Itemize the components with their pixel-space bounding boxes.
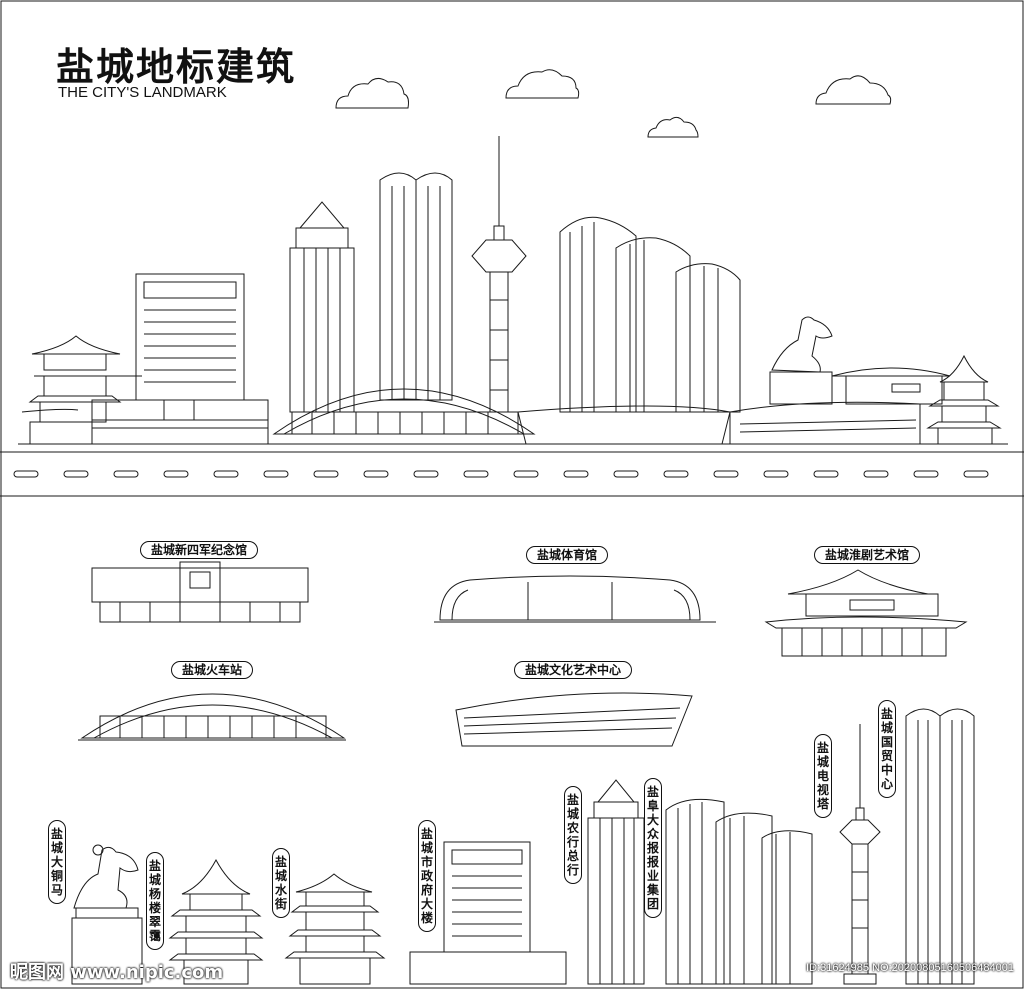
label-yang-tower: 盐城杨楼翠霭 xyxy=(146,852,164,950)
clouds xyxy=(335,69,892,138)
new-fourth-army-memorial-drawing xyxy=(91,561,309,623)
label-tv-tower: 盐城电视塔 xyxy=(814,734,832,818)
water-street-pagoda-drawing xyxy=(284,873,386,985)
culture-center-drawing xyxy=(455,692,693,747)
huai-opera-hall-drawing xyxy=(764,569,968,657)
label-railway-station: 盐城火车站 xyxy=(171,661,254,679)
top-gym-wave xyxy=(729,401,921,445)
bronze-horse-drawing xyxy=(71,844,143,985)
top-newspaper-towers xyxy=(559,216,741,413)
label-water-street: 盐城水街 xyxy=(272,848,290,918)
top-horse-statue xyxy=(769,316,833,405)
top-opera-hall xyxy=(831,367,951,405)
label-city-hall: 盐城市政府大楼 xyxy=(418,820,436,932)
label-agri-bank: 盐城农行总行 xyxy=(564,786,582,884)
page-subtitle: THE CITY'S LANDMARK xyxy=(58,84,227,101)
top-twin-tower xyxy=(379,172,453,401)
label-gymnasium: 盐城体育馆 xyxy=(526,546,609,564)
city-hall-drawing xyxy=(409,841,567,985)
top-skyline xyxy=(0,136,1024,497)
yang-tower-pagoda-drawing xyxy=(168,858,264,985)
watermark-right: ID:31624985 NO:20200805160506484001 xyxy=(806,962,1014,974)
top-museum-block xyxy=(91,399,269,445)
watermark-left: 昵图网 www.nipic.com xyxy=(10,962,224,983)
tv-tower-drawing xyxy=(839,724,881,985)
gymnasium-drawing xyxy=(434,575,716,623)
label-newspaper-group: 盐阜大众报报业集团 xyxy=(644,778,662,918)
top-city-hall xyxy=(135,273,245,401)
top-railway-station xyxy=(272,388,536,435)
international-trade-center-drawing xyxy=(905,708,975,985)
road-dashes xyxy=(13,470,989,478)
top-tv-tower xyxy=(471,136,527,413)
label-bronze-horse: 盐城大铜马 xyxy=(48,820,66,904)
newspaper-towers-drawing xyxy=(665,798,813,985)
label-huai-opera-hall: 盐城淮剧艺术馆 xyxy=(814,546,921,564)
railway-station-drawing xyxy=(78,693,346,741)
top-pagoda-right xyxy=(926,354,1002,445)
agri-bank-drawing xyxy=(587,779,645,985)
page-title: 盐城地标建筑 xyxy=(56,45,297,89)
label-new-fourth-army-memorial: 盐城新四军纪念馆 xyxy=(140,541,259,559)
label-international-trade-center: 盐城国贸中心 xyxy=(878,700,896,798)
label-culture-center: 盐城文化艺术中心 xyxy=(514,661,633,679)
top-agri-bank-tower xyxy=(289,201,355,413)
